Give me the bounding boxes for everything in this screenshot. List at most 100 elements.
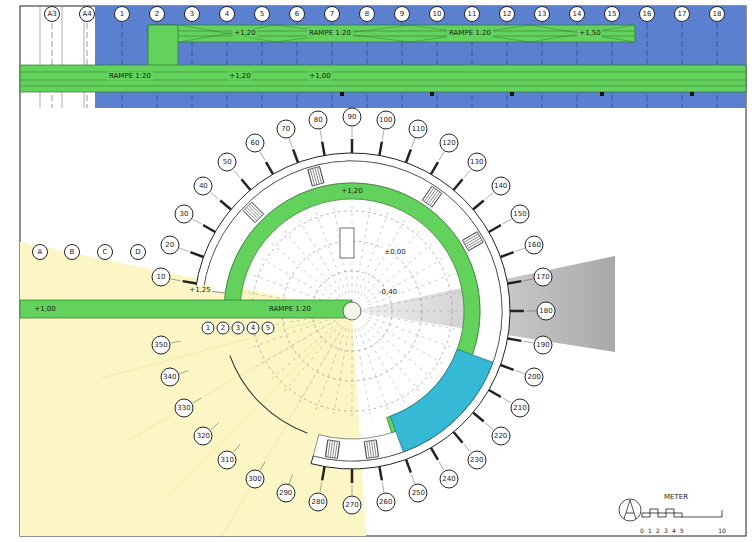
grid-bubble: 120 [440,133,459,152]
dashed-radial [358,328,389,414]
dashed-radial [364,227,423,297]
inner-arc [229,355,307,433]
dimension-label: +1,20 [227,72,252,81]
dashed-radial [314,328,345,414]
post [340,92,344,96]
grid-bubble: 30 [174,205,193,224]
grid-bubble: 160 [525,235,544,254]
fin [473,200,484,209]
scale-segment [658,513,666,517]
grid-leader [260,152,265,161]
grid-bubble: 270 [343,496,362,515]
dashed-radial [366,240,436,299]
stair [325,440,339,459]
scale-number: 4 [672,527,676,534]
dashed-radial [366,323,436,382]
dashed-radial [364,325,423,395]
grid-leader [193,219,202,224]
ramp-lower [20,65,746,92]
stair-outline [422,186,442,207]
dashed-radial [281,227,340,297]
stair-tread [333,441,335,458]
dashed-radial [268,240,338,299]
grid-bubble: 13 [534,6,550,22]
ramp-upper [148,25,635,42]
grid-bubble: 50 [218,153,237,172]
grid-bubble: 200 [525,368,544,387]
stair-tread [252,202,264,214]
stair-tread [248,205,260,217]
grid-leader [516,371,525,374]
grid-bubble: 170 [534,268,553,287]
ramp-left [20,300,352,318]
stair-tread [337,442,339,459]
grid-bubble: 6 [289,6,305,22]
grid-bubble: 230 [467,450,486,469]
grid-bubble: 1 [202,322,215,335]
grid-bubble: 90 [343,108,362,127]
fin [183,281,197,283]
grid-leader [179,371,188,374]
grid-bubble: 16 [639,6,655,22]
stair-tread [428,190,438,204]
grid-bubble: D [130,244,146,260]
grid-leader [439,152,444,161]
grid-bubble: 9 [394,6,410,22]
dashed-radial [268,323,338,382]
grid-leader [485,193,493,199]
grid-leader [412,475,415,484]
stair-outline [364,440,378,459]
grid-bubble: 3 [232,322,245,335]
grid-bubble: 7 [324,6,340,22]
grid-bubble: 140 [491,177,510,196]
grid-bubble: 1 [114,6,130,22]
scale-number: 5 [680,527,684,534]
fin [266,162,273,174]
stair-outline [243,202,264,223]
dashed-radial [257,320,337,366]
post [510,92,514,96]
post [690,92,694,96]
stair-tread [250,204,262,216]
grid-leader [523,279,533,281]
dimension-label: ±0,00 [382,248,407,257]
sightline [168,325,338,495]
grid-leader [289,475,292,484]
street-line [62,6,63,108]
dimension-label: +1,25 [187,286,212,295]
fin [489,390,501,397]
stair [462,232,483,251]
grid-leader [382,130,384,140]
dimension-label: RAMPE 1:20 [447,29,493,38]
grid-bubble: 280 [309,493,328,512]
grid-leader [464,444,470,452]
north-arrow [619,499,641,521]
stair [422,186,442,207]
sightline [101,316,333,378]
scale-segment [650,509,658,513]
grid-leader [464,170,470,178]
fin [379,142,381,156]
dashed-radial [333,329,349,420]
dashed-radial [370,311,462,312]
grid-bubble: 150 [511,205,530,224]
fin [322,467,324,481]
stair-tread [430,192,440,206]
stair-outline [308,166,324,186]
street-line [40,6,41,108]
stair-tread [422,186,432,200]
ramp-link [148,25,178,70]
grid-bubble: 190 [534,335,553,354]
grid-leader [485,423,493,429]
fin [454,179,463,190]
fin [190,252,203,257]
grid-leader [412,138,415,147]
fin [500,252,513,257]
grid-bubble: 4 [247,322,260,335]
dimension-label: +1,50 [577,29,602,38]
grid-bubble: 240 [440,470,459,489]
grid-bubble: 320 [194,426,213,445]
fin [406,459,411,472]
grid-bubble: 10 [429,6,445,22]
grid-leader [382,482,384,492]
